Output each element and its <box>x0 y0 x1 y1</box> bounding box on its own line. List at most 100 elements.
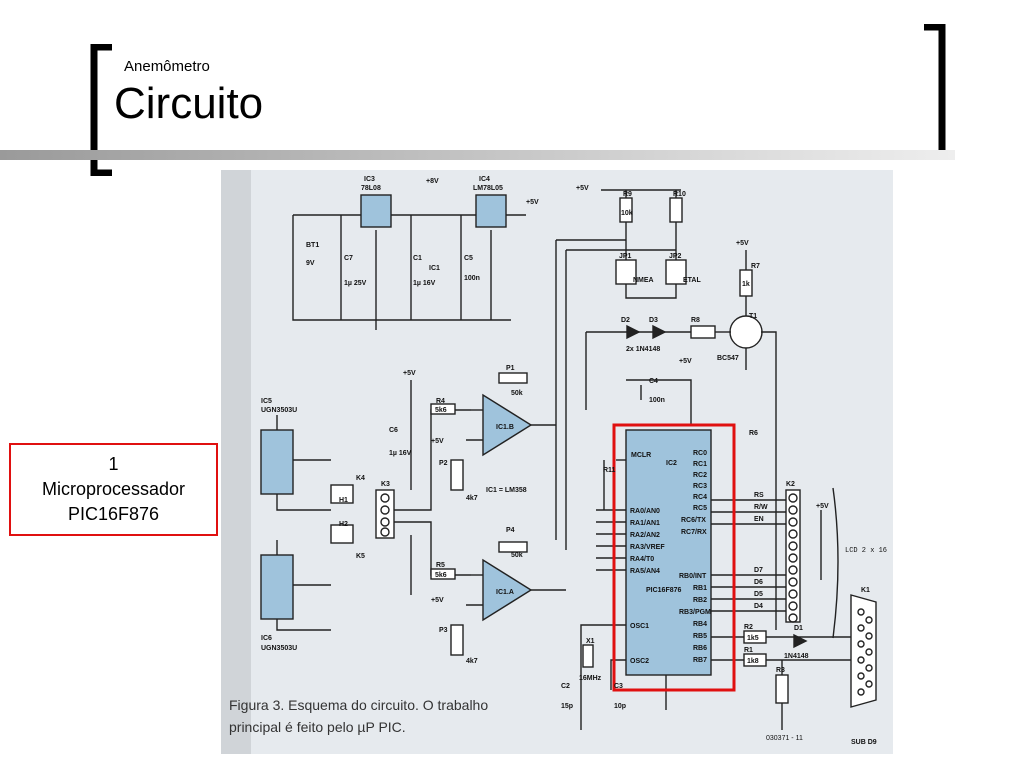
label-r4: R4 <box>436 398 445 405</box>
label-c4-v: 100n <box>649 397 665 404</box>
label-c6: C6 <box>389 427 398 434</box>
label-k1: K1 <box>861 587 870 594</box>
label-c7-v: 1µ 25V <box>344 280 367 287</box>
label-rc7: RC7/RX <box>681 529 707 536</box>
label-rc5: RC5 <box>693 505 707 512</box>
label-rb5: RB5 <box>693 633 707 640</box>
callout-number: 1 <box>108 454 119 474</box>
label-rb6: RB6 <box>693 645 707 652</box>
label-rw: R/W <box>754 504 768 511</box>
callout-part: PIC16F876 <box>67 504 160 524</box>
label-d3: D3 <box>649 317 658 324</box>
label-ic1: IC1 <box>429 265 440 272</box>
label-d5: D5 <box>754 591 763 598</box>
label-c3: C3 <box>614 683 623 690</box>
label-v5f: +5V <box>431 438 444 445</box>
label-rc3: RC3 <box>693 483 707 490</box>
label-d2: D2 <box>621 317 630 324</box>
header-rule <box>0 150 955 160</box>
label-v5a: +5V <box>526 199 539 206</box>
label-jp2: JP2 <box>669 253 682 260</box>
label-c3-v: 10p <box>614 703 626 710</box>
label-c2-v: 15p <box>561 703 573 710</box>
label-rb7: RB7 <box>693 657 707 664</box>
label-v5g: +5V <box>431 597 444 604</box>
label-ic4: IC4 <box>479 176 490 183</box>
label-ic2: IC2 <box>666 460 677 467</box>
right-bracket <box>924 24 946 158</box>
label-mclr: MCLR <box>631 452 651 459</box>
label-rb0: RB0/INT <box>679 573 707 580</box>
label-k3: K3 <box>381 481 390 488</box>
label-ic4-part: LM78L05 <box>473 185 503 192</box>
label-p3: P3 <box>439 627 448 634</box>
label-x1-v: 16MHz <box>579 675 602 682</box>
label-ra5: RA5/AN4 <box>630 568 660 575</box>
label-rc2: RC2 <box>693 472 707 479</box>
label-bt1: BT1 <box>306 242 319 249</box>
label-bt1-v: 9V <box>306 260 315 267</box>
figure-caption-line1: Figura 3. Esquema do circuito. O trabalh… <box>229 697 488 713</box>
label-ra3: RA3/VREF <box>630 544 665 551</box>
label-c1-v: 1µ 16V <box>413 280 436 287</box>
label-lcd: LCD 2 x 16 <box>845 547 887 555</box>
label-d1: D1 <box>794 625 803 632</box>
label-v5d: +5V <box>679 358 692 365</box>
label-osc1: OSC1 <box>630 623 649 630</box>
label-r7-v: 1k <box>742 281 750 288</box>
label-subd9: SUB D9 <box>851 739 877 746</box>
label-ic6: IC6 <box>261 635 272 642</box>
label-h1: H1 <box>339 497 348 504</box>
label-c6-v: 1µ 16V <box>389 450 412 457</box>
label-h2: H2 <box>339 521 348 528</box>
label-c7: C7 <box>344 255 353 262</box>
circuit-schematic: IC3 78L08 IC4 LM78L05 +8V +5V +5V +5V +5… <box>221 170 893 754</box>
label-rc1: RC1 <box>693 461 707 468</box>
label-d1-part: 1N4148 <box>784 653 809 660</box>
callout-box: 1 Microprocessador PIC16F876 <box>9 443 218 536</box>
label-v5e: +5V <box>403 370 416 377</box>
label-v8: +8V <box>426 178 439 185</box>
label-c5: C5 <box>464 255 473 262</box>
label-r4-v: 5k6 <box>435 407 447 414</box>
label-ra4: RA4/T0 <box>630 556 654 563</box>
label-r2-v: 1k5 <box>747 635 759 642</box>
label-ic1-lm358: IC1 = LM358 <box>486 487 527 494</box>
label-p3-v: 4k7 <box>466 658 478 665</box>
label-p4-v: 50k <box>511 552 523 559</box>
label-r1: R1 <box>744 647 753 654</box>
label-ic6-part: UGN3503U <box>261 645 297 652</box>
label-v5h: +5V <box>816 503 829 510</box>
label-k4: K4 <box>356 475 365 482</box>
label-bc547: BC547 <box>717 355 739 362</box>
label-t1: T1 <box>749 313 757 320</box>
label-p2: P2 <box>439 460 448 467</box>
figure-caption-line2: principal é feito pelo µP PIC. <box>229 719 406 735</box>
label-ic3: IC3 <box>364 176 375 183</box>
label-r11: R11 <box>603 467 616 474</box>
label-p1-v: 50k <box>511 390 523 397</box>
label-rb2: RB2 <box>693 597 707 604</box>
label-c5-v: 100n <box>464 275 480 282</box>
label-rb1: RB1 <box>693 585 707 592</box>
label-en: EN <box>754 516 764 523</box>
label-diodes: 2x 1N4148 <box>626 346 660 353</box>
label-ic1a: IC1.A <box>496 589 514 596</box>
label-d6: D6 <box>754 579 763 586</box>
label-rb3: RB3/PGM <box>679 609 711 616</box>
label-k5: K5 <box>356 553 365 560</box>
label-c1: C1 <box>413 255 422 262</box>
label-p4: P4 <box>506 527 515 534</box>
label-v5c: +5V <box>736 240 749 247</box>
label-r5: R5 <box>436 562 445 569</box>
label-pic16f876: PIC16F876 <box>646 587 682 594</box>
label-p2-v: 4k7 <box>466 495 478 502</box>
label-ra2: RA2/AN2 <box>630 532 660 539</box>
label-rc0: RC0 <box>693 450 707 457</box>
label-jp1: JP1 <box>619 253 632 260</box>
label-r6: R6 <box>749 430 758 437</box>
label-osc2: OSC2 <box>630 658 649 665</box>
label-ic3-part: 78L08 <box>361 185 381 192</box>
label-r8: R8 <box>691 317 700 324</box>
label-d7: D7 <box>754 567 763 574</box>
